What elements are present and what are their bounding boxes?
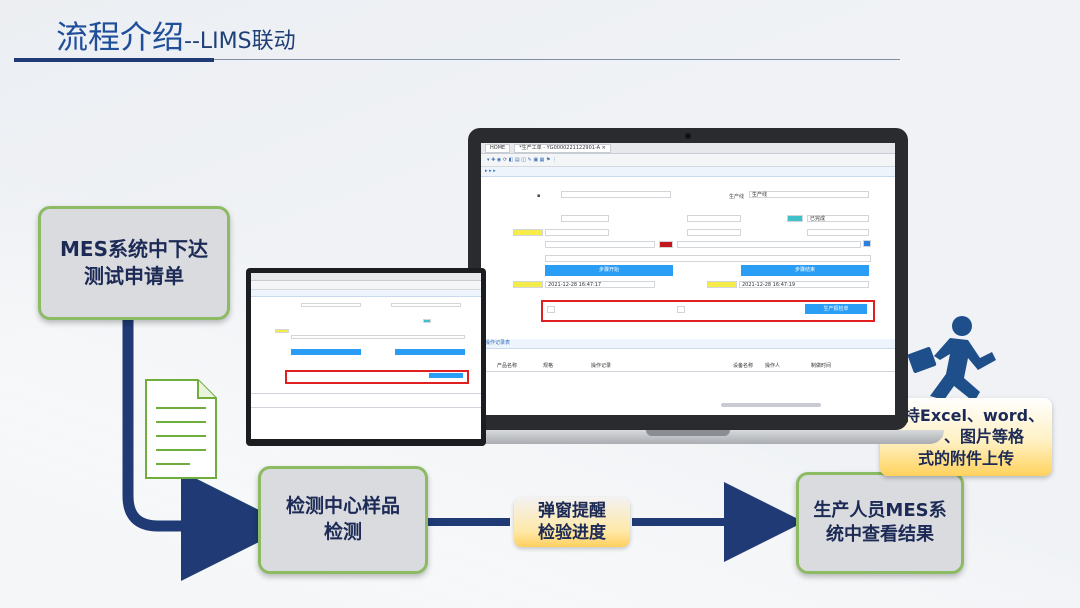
step-view-results: 生产人员MES系统中查看结果 [796, 472, 964, 574]
step1-line1: MES系统中下达 [60, 237, 208, 261]
title-main: 流程介绍 [56, 18, 185, 56]
field-status-label [787, 215, 803, 222]
field-step-order[interactable] [687, 215, 741, 222]
tab-home[interactable]: HOME [485, 143, 511, 153]
start-date: 2021-12-28 [548, 282, 578, 288]
field-standard-hours[interactable] [545, 229, 609, 236]
step-issue-test-request: MES系统中下达测试申请单 [38, 206, 230, 320]
mini-button-right [395, 349, 465, 355]
title-underline [214, 59, 900, 60]
popup-line2: 检验进度 [538, 523, 606, 543]
mini-field-3 [291, 335, 465, 339]
end-date: 2021-12-28 [742, 282, 772, 288]
document-icon [145, 379, 217, 479]
mini-breadcrumb [251, 290, 481, 297]
monitor-screen-app [251, 273, 481, 439]
field-required-flag [659, 241, 673, 248]
field-equipment[interactable] [545, 255, 871, 262]
breadcrumb: ▸ ▸ ▸ [481, 167, 895, 177]
inspection-highlight-frame [541, 300, 875, 322]
arrow-step1-to-step2 [122, 318, 291, 581]
col-model: 规格 [543, 363, 554, 369]
field-standard-hours-label [513, 229, 543, 236]
mini-divider [251, 393, 481, 394]
slide-title: 流程介绍--LIMS联动 [56, 12, 296, 58]
col-record: 操作记录 [591, 363, 612, 369]
popup-line1: 弹窗提醒 [538, 500, 606, 521]
running-man-icon [907, 316, 996, 402]
laptop-notch [646, 430, 730, 436]
mini-divider-2 [251, 407, 481, 408]
mini-button-left [291, 349, 361, 355]
laptop-base [432, 430, 944, 444]
field-step-name[interactable] [561, 215, 609, 222]
step2-line1: 检测中心样品 [285, 495, 400, 518]
attach-line3: 式的附件上传 [917, 448, 1014, 468]
end-time: 16:47:19 [772, 282, 796, 288]
step1-line2: 测试申请单 [84, 264, 184, 288]
field-workshop[interactable] [561, 191, 671, 198]
horizontal-scrollbar[interactable] [721, 403, 821, 407]
mini-highlight-frame [285, 370, 469, 384]
title-underline-accent [14, 58, 214, 62]
mini-tabbar [251, 273, 481, 281]
app-toolbar: ▾ ✚ ◉ ⟳ ◧ ▤ ◫ ✎ ▣ ▦ ⚑ ⋮ [481, 154, 895, 167]
popup-reminder-callout: 弹窗提醒检验进度 [514, 497, 630, 547]
field-label-line: 生产线 [729, 194, 745, 200]
title-sub: --LIMS联动 [184, 29, 296, 54]
app-tabbar: HOME *生产工单 - YG0000221122901-A × [481, 143, 895, 154]
tab-work-order[interactable]: *生产工单 - YG0000221122901-A × [514, 143, 611, 153]
field-option[interactable] [807, 229, 869, 236]
step-sample-testing: 检测中心样品检测 [258, 466, 428, 574]
mini-field-1 [301, 303, 361, 307]
mini-toolbar [251, 281, 481, 290]
create-inspection-button[interactable]: 生产报检单 [805, 304, 867, 314]
field-remark[interactable] [545, 241, 655, 248]
step3-line2: 统中查看结果 [825, 524, 934, 545]
field-end-time[interactable]: 2021-12-28 16:47:19 [739, 281, 869, 288]
field-label-workshop: ▪ [537, 193, 541, 199]
field-line[interactable]: 生产线 [749, 191, 869, 198]
checkbox-option-2[interactable] [677, 306, 685, 313]
attach-line1: 支持Excel、word、 [887, 405, 1045, 425]
grid-divider [481, 371, 895, 372]
section-title: 操作记录表 [481, 339, 895, 349]
step-end-button[interactable]: 步骤结束 [741, 265, 869, 276]
mini-field-yellow [275, 329, 289, 333]
col-equipment: 设备名称 [733, 363, 754, 369]
step2-line2: 检测 [323, 521, 362, 543]
field-end-time-label [707, 281, 737, 288]
field-start-time[interactable]: 2021-12-28 16:47:17 [545, 281, 655, 288]
step-start-button[interactable]: 步骤开始 [545, 265, 673, 276]
laptop-screen-app: HOME *生产工单 - YG0000221122901-A × ▾ ✚ ◉ ⟳… [481, 143, 895, 415]
field-start-time-label [513, 281, 543, 288]
col-date: 制做时间 [811, 363, 832, 369]
mini-field-2 [391, 303, 461, 307]
start-time: 16:47:17 [578, 282, 602, 288]
mini-submit-button [429, 373, 463, 378]
laptop-camera [685, 133, 691, 139]
col-product: 产品名称 [497, 363, 518, 369]
field-remark-wide[interactable] [677, 241, 861, 248]
col-operator: 操作人 [765, 363, 781, 369]
step3-line1: 生产人员MES系 [813, 499, 947, 521]
field-status[interactable]: 已完成 [807, 215, 869, 222]
mini-field-teal [423, 319, 431, 323]
checkbox-option-1[interactable] [547, 306, 555, 313]
field-actual-hours[interactable] [687, 229, 741, 236]
field-info-button[interactable] [863, 240, 871, 247]
toolbar-icons[interactable]: ▾ ✚ ◉ ⟳ ◧ ▤ ◫ ✎ ▣ ▦ ⚑ ⋮ [487, 157, 558, 163]
